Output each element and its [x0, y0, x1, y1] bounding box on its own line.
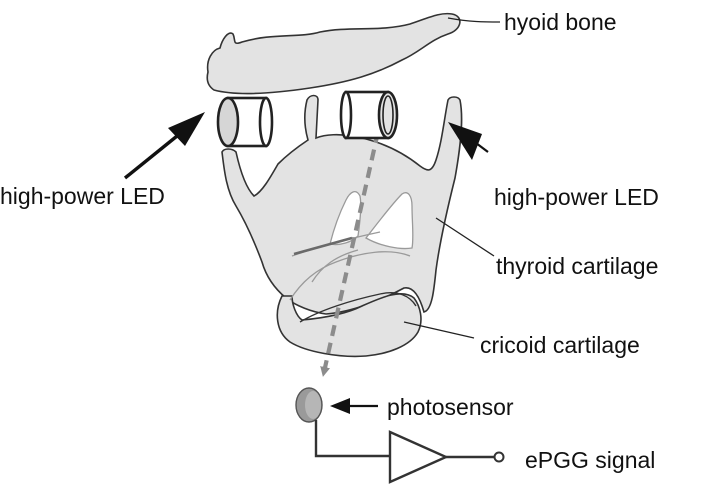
label-cricoid-cartilage: cricoid cartilage	[480, 332, 640, 358]
led-left-icon	[216, 96, 274, 148]
light-path-dashed	[320, 131, 381, 377]
amplifier-icon	[388, 430, 449, 484]
label-epgg-signal: ePGG signal	[525, 447, 655, 473]
vocal-fold-left-outline	[329, 191, 362, 246]
photosensor-icon	[295, 387, 323, 423]
leader-thyroid	[435, 217, 495, 257]
arrow-left-led	[123, 112, 205, 180]
vocal-fold-right-outline	[365, 192, 414, 250]
label-led-left: high-power LED	[0, 183, 165, 209]
hyoid-bone-shape	[206, 12, 461, 95]
thyroid-cartilage-shape	[221, 94, 463, 315]
leader-hyoid	[447, 17, 501, 23]
cricoid-inner-curve	[299, 292, 417, 323]
label-hyoid-bone: hyoid bone	[504, 9, 617, 35]
label-thyroid-cartilage: thyroid cartilage	[496, 253, 658, 279]
vocal-fold-edge	[293, 236, 353, 256]
arrow-right-led	[448, 122, 489, 160]
arrow-photosensor	[330, 398, 378, 414]
led-right-icon	[339, 90, 399, 140]
label-led-right: high-power LED	[494, 184, 659, 210]
signal-wire	[314, 420, 390, 458]
output-terminal-icon	[493, 451, 505, 463]
leader-cricoid	[403, 321, 475, 339]
label-photosensor: photosensor	[387, 394, 514, 420]
